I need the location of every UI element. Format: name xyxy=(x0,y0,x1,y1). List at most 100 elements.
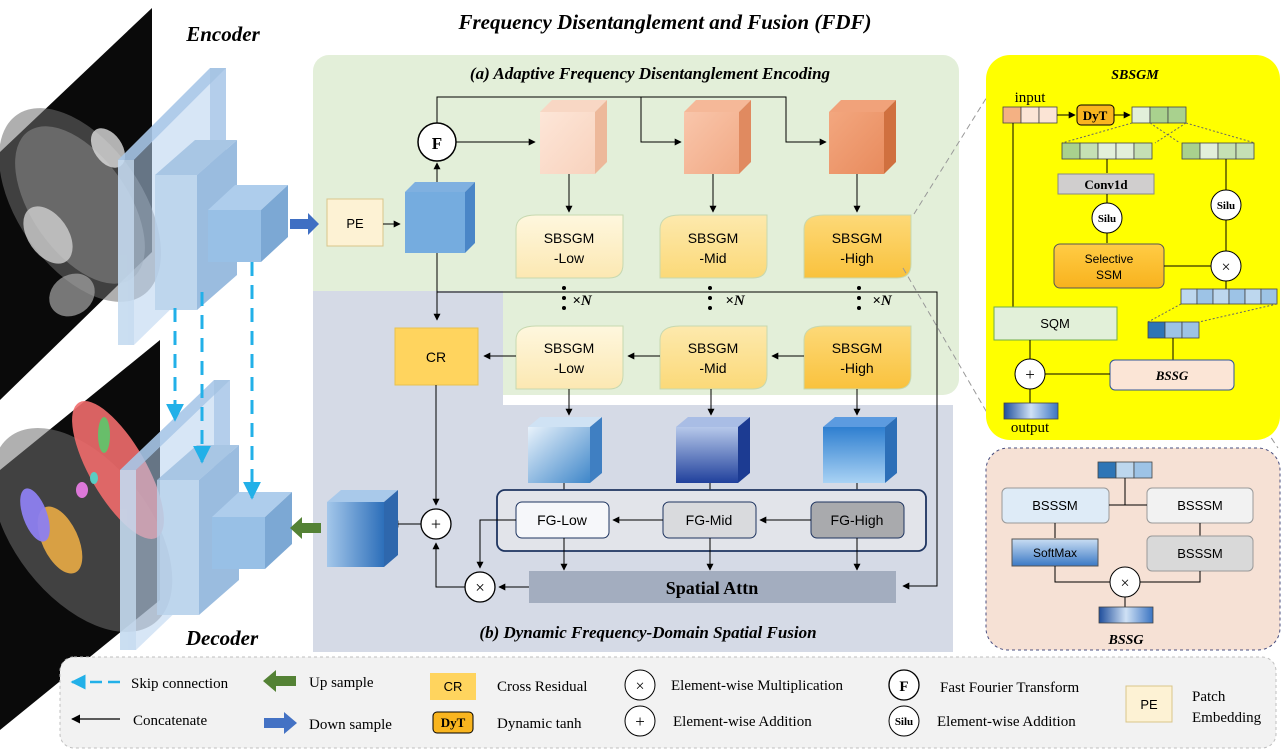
svg-text:SBSGM: SBSGM xyxy=(544,340,595,356)
svg-text:Fast Fourier Transform: Fast Fourier Transform xyxy=(940,680,1080,696)
legend-cross-residual: CR Cross Residual xyxy=(430,673,587,700)
spatial-attention-block xyxy=(529,571,896,603)
down-sample-arrow xyxy=(290,213,319,235)
diagram-title: Frequency Disentanglement and Fusion (FD… xyxy=(457,10,871,34)
embedded-feature-cube xyxy=(405,182,475,253)
svg-text:-High: -High xyxy=(840,360,873,376)
svg-text:CR: CR xyxy=(444,679,463,694)
svg-text:FG-Low: FG-Low xyxy=(537,512,588,528)
panel-a-title: (a) Adaptive Frequency Disentanglement E… xyxy=(470,64,831,83)
svg-text:Silu: Silu xyxy=(895,716,913,728)
legend-elementwise-multiplication: × Element-wise Multiplication xyxy=(624,669,844,701)
high-frequency-cube xyxy=(829,100,896,174)
svg-text:SBSGM: SBSGM xyxy=(688,230,739,246)
legend-down-sample: Down sample xyxy=(264,712,392,734)
encoder-label: Encoder xyxy=(185,22,260,46)
svg-text:DyT: DyT xyxy=(441,715,466,730)
mid-frequency-feature-cube xyxy=(676,417,750,483)
sbsgm-low-bottom: SBSGM -Low xyxy=(515,325,624,390)
svg-text:+: + xyxy=(635,712,645,731)
svg-text:BSSSM: BSSSM xyxy=(1177,546,1223,561)
input-token-bar xyxy=(1002,106,1058,124)
legend-up-sample: Up sample xyxy=(263,670,374,692)
svg-text:BSSSM: BSSSM xyxy=(1177,498,1223,513)
svg-text:SSM: SSM xyxy=(1096,268,1122,282)
conv1d-label: Conv1d xyxy=(1084,177,1128,192)
svg-text:×: × xyxy=(635,678,644,695)
pe-box xyxy=(326,198,384,247)
bssg-input-token-bar xyxy=(1097,461,1153,479)
low-frequency-cube xyxy=(540,100,607,174)
pe-box-label: PE xyxy=(346,216,364,231)
bssg-box xyxy=(1109,359,1235,391)
svg-text:Cross Residual: Cross Residual xyxy=(497,679,587,695)
svg-text:Element-wise Addition: Element-wise Addition xyxy=(937,714,1076,730)
sbsgm-low-top: SBSGM -Low xyxy=(515,214,624,279)
sbsgm-mid-top: SBSGM -Mid xyxy=(659,214,768,279)
softmax-box xyxy=(1011,538,1099,567)
svg-text:SBSGM: SBSGM xyxy=(688,340,739,356)
svg-text:×N: ×N xyxy=(572,293,593,309)
svg-text:×N: ×N xyxy=(725,293,746,309)
gate-branch-token-bar xyxy=(1181,142,1255,160)
svg-text:Selective: Selective xyxy=(1085,252,1134,266)
low-frequency-feature-cube xyxy=(528,417,602,483)
svg-text:+: + xyxy=(431,514,441,534)
repeat-n-high: ×N xyxy=(857,286,893,310)
sqm-box xyxy=(993,306,1118,341)
sbsgm-output-label: output xyxy=(1011,420,1050,436)
legend-concatenate: Concatenate xyxy=(71,713,207,729)
conv1d-box xyxy=(1057,173,1155,195)
svg-text:Concatenate: Concatenate xyxy=(133,713,207,729)
normalized-token-bar xyxy=(1131,106,1187,124)
spatial-attention-label: Spatial Attn xyxy=(666,578,759,598)
sbsgm-mid-bottom: SBSGM -Mid xyxy=(659,325,768,390)
cross-residual-box xyxy=(394,327,479,386)
output-feature-cube xyxy=(327,490,398,567)
repeat-n-low: ×N xyxy=(562,286,593,310)
svg-text:×: × xyxy=(1221,259,1230,276)
ssm-output-token-bar xyxy=(1180,288,1278,305)
sbsgm-high-top: SBSGM -High xyxy=(803,214,912,279)
legend-skip-connection: Skip connection xyxy=(70,674,229,692)
cross-residual-label: CR xyxy=(426,349,446,365)
svg-text:FG-High: FG-High xyxy=(831,512,884,528)
svg-text:-Low: -Low xyxy=(554,360,585,376)
bssg-output-token-bar xyxy=(1098,606,1154,624)
conv-branch-token-bar xyxy=(1061,142,1153,160)
svg-text:×: × xyxy=(1120,575,1129,592)
mid-frequency-cube xyxy=(684,100,751,174)
high-frequency-feature-cube xyxy=(823,417,897,483)
svg-text:-Mid: -Mid xyxy=(699,360,726,376)
svg-text:SBSGM: SBSGM xyxy=(544,230,595,246)
legend-elementwise-addition: + Element-wise Addition xyxy=(624,705,812,737)
svg-text:FG-Mid: FG-Mid xyxy=(686,512,733,528)
decoder-label: Decoder xyxy=(185,626,259,650)
svg-text:F: F xyxy=(899,679,908,695)
svg-text:Silu: Silu xyxy=(1098,213,1116,225)
legend-dynamic-tanh: DyT Dynamic tanh xyxy=(432,711,582,734)
svg-text:PE: PE xyxy=(1140,697,1158,712)
svg-text:SBSGM: SBSGM xyxy=(832,340,883,356)
fft-symbol: F xyxy=(432,134,442,153)
svg-text:Patch: Patch xyxy=(1192,689,1226,705)
repeat-n-mid: ×N xyxy=(708,286,746,310)
svg-text:Dynamic tanh: Dynamic tanh xyxy=(497,716,582,732)
svg-text:SoftMax: SoftMax xyxy=(1033,546,1077,560)
sqm-label: SQM xyxy=(1040,316,1070,331)
svg-text:Element-wise Addition: Element-wise Addition xyxy=(673,714,812,730)
legend-patch-embedding: PE Patch Embedding xyxy=(1125,685,1262,726)
skip-connections xyxy=(166,262,261,500)
svg-text:Up sample: Up sample xyxy=(309,675,374,691)
dyt-label: DyT xyxy=(1083,108,1108,123)
svg-text:SBSGM: SBSGM xyxy=(832,230,883,246)
bssg-box-label: BSSG xyxy=(1155,368,1189,383)
sbsgm-panel-title: SBSGM xyxy=(1111,68,1159,83)
svg-text:Silu: Silu xyxy=(1217,200,1235,212)
svg-text:-High: -High xyxy=(840,250,873,266)
svg-text:-Mid: -Mid xyxy=(699,250,726,266)
sbsgm-high-bottom: SBSGM -High xyxy=(803,325,912,390)
svg-text:Embedding: Embedding xyxy=(1192,710,1262,726)
